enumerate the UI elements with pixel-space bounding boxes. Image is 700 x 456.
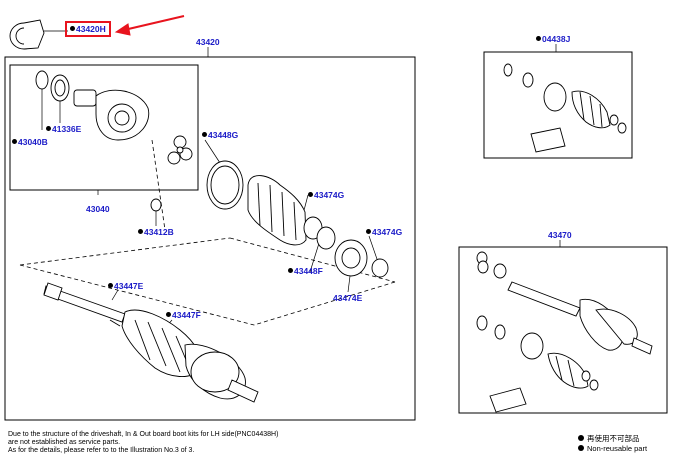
non-reusable-dot-icon [308, 192, 313, 197]
part-label-shaft-assembly[interactable]: 43470 [548, 230, 572, 240]
part-label-boot-band-inner[interactable]: 43448F [288, 266, 323, 276]
legend-row-english: Non-reusable part [578, 444, 647, 454]
legend-bullet-icon [578, 445, 584, 451]
legend-bullet-icon [578, 435, 584, 441]
part-label-driveshaft-assembly[interactable]: 43420 [196, 37, 220, 47]
inner-joint-frame [9, 64, 199, 191]
non-reusable-dot-icon [202, 132, 207, 137]
non-reusable-dot-icon [166, 312, 171, 317]
dashed-guides [19, 139, 396, 326]
boot-kit-frame [483, 51, 633, 159]
part-label-inner-joint-assembly[interactable]: 43040 [86, 204, 110, 214]
part-label-outer-joint-b[interactable]: 43447F [166, 310, 201, 320]
part-label-boot-clamp-b[interactable]: 43474G [366, 227, 402, 237]
boot-parts-drawing [206, 160, 389, 278]
footnote-line: Due to the structure of the driveshaft, … [8, 431, 279, 438]
leader-lines [41, 30, 561, 329]
part-label-boot-kit[interactable]: 04438J [536, 34, 570, 44]
footnote: Due to the structure of the driveshaft, … [8, 431, 278, 455]
dust-cover-part [9, 19, 45, 50]
non-reusable-dot-icon [108, 283, 113, 288]
footnote-line: As for the details, please refer to to t… [8, 447, 195, 454]
part-label-dust-seal[interactable]: 41336E [46, 124, 81, 134]
shaft-assembly-drawing [476, 251, 653, 413]
part-label-highlighted[interactable]: 43420H [65, 21, 111, 37]
main-assembly-frame [4, 56, 416, 421]
non-reusable-dot-icon [138, 229, 143, 234]
non-reusable-dot-icon [46, 126, 51, 131]
part-label-inboard-boot[interactable]: 43474E [333, 293, 363, 303]
shaft-assembly-frame [458, 246, 668, 414]
non-reusable-dot-icon [288, 268, 293, 273]
part-label-outer-joint-a[interactable]: 43447E [108, 281, 143, 291]
footnote-line: are not established as service parts. [8, 439, 121, 446]
part-label-outer-snap-ring[interactable]: 43412B [138, 227, 174, 237]
non-reusable-dot-icon [70, 26, 75, 31]
non-reusable-dot-icon [12, 139, 17, 144]
part-label-boot-clamp-a[interactable]: 43474G [308, 190, 344, 200]
legend-row-japanese: 再使用不可部品 [578, 434, 647, 444]
non-reusable-dot-icon [536, 36, 541, 41]
part-label-boot-band-outer[interactable]: 43448G [202, 130, 238, 140]
inner-joint-drawing [35, 70, 193, 212]
legend: 再使用不可部品 Non-reusable part [578, 434, 647, 454]
boot-kit-drawing [503, 63, 627, 153]
part-label-snap-ring-inner[interactable]: 43040B [12, 137, 48, 147]
non-reusable-dot-icon [366, 229, 371, 234]
main-shaft-drawing [43, 282, 259, 403]
highlight-arrow [114, 15, 185, 36]
